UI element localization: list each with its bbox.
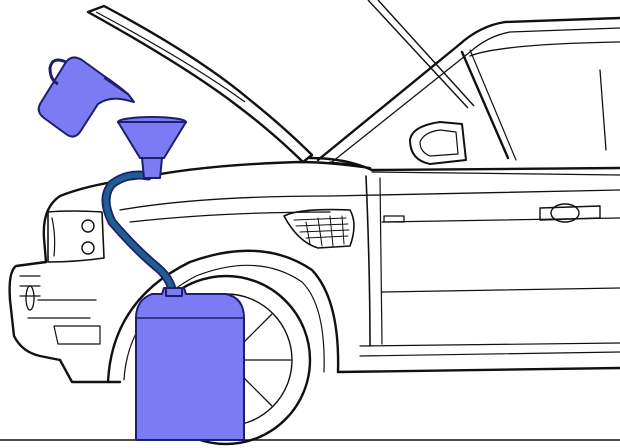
funnel-icon [118,117,186,178]
car-body [10,18,620,382]
open-hood [88,6,312,162]
hose-icon [106,175,174,298]
container-icon [136,288,244,440]
